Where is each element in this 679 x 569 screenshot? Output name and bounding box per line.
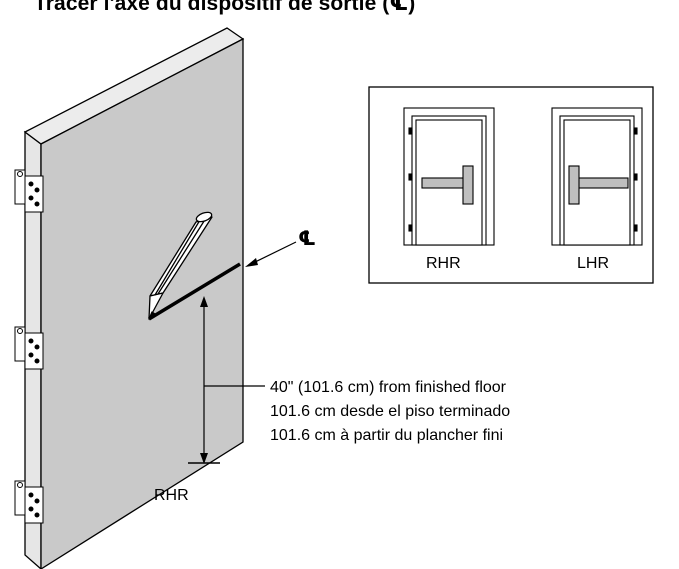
door-face (40, 37, 244, 569)
dimension-line-2: 101.6 cm desde el piso terminado (270, 403, 511, 420)
inset-door-lhr (551, 107, 643, 246)
centerline-label: ℄ (298, 228, 316, 250)
inset-door-rhr (403, 107, 495, 246)
hinge-icon (14, 326, 44, 370)
hinge-icon (14, 480, 44, 524)
dimension-line-1: 40" (101.6 cm) from finished floor (270, 379, 506, 396)
inset-label-rhr: RHR (426, 255, 461, 272)
door-handing-label: RHR (154, 487, 189, 504)
inset-label-lhr: LHR (577, 255, 610, 272)
dimension-line-3: 101.6 cm à partir du plancher fini (270, 427, 504, 444)
pencil-icon (148, 211, 213, 320)
page-title: Tracer l'axe du dispositif de sortie (℄) (34, 0, 416, 15)
hinge-icon (14, 169, 44, 213)
centerline-mark (148, 262, 241, 321)
dimension-text: 40" (101.6 cm) from finished floor 101.6… (270, 376, 510, 448)
callout-arrowhead (245, 258, 258, 267)
